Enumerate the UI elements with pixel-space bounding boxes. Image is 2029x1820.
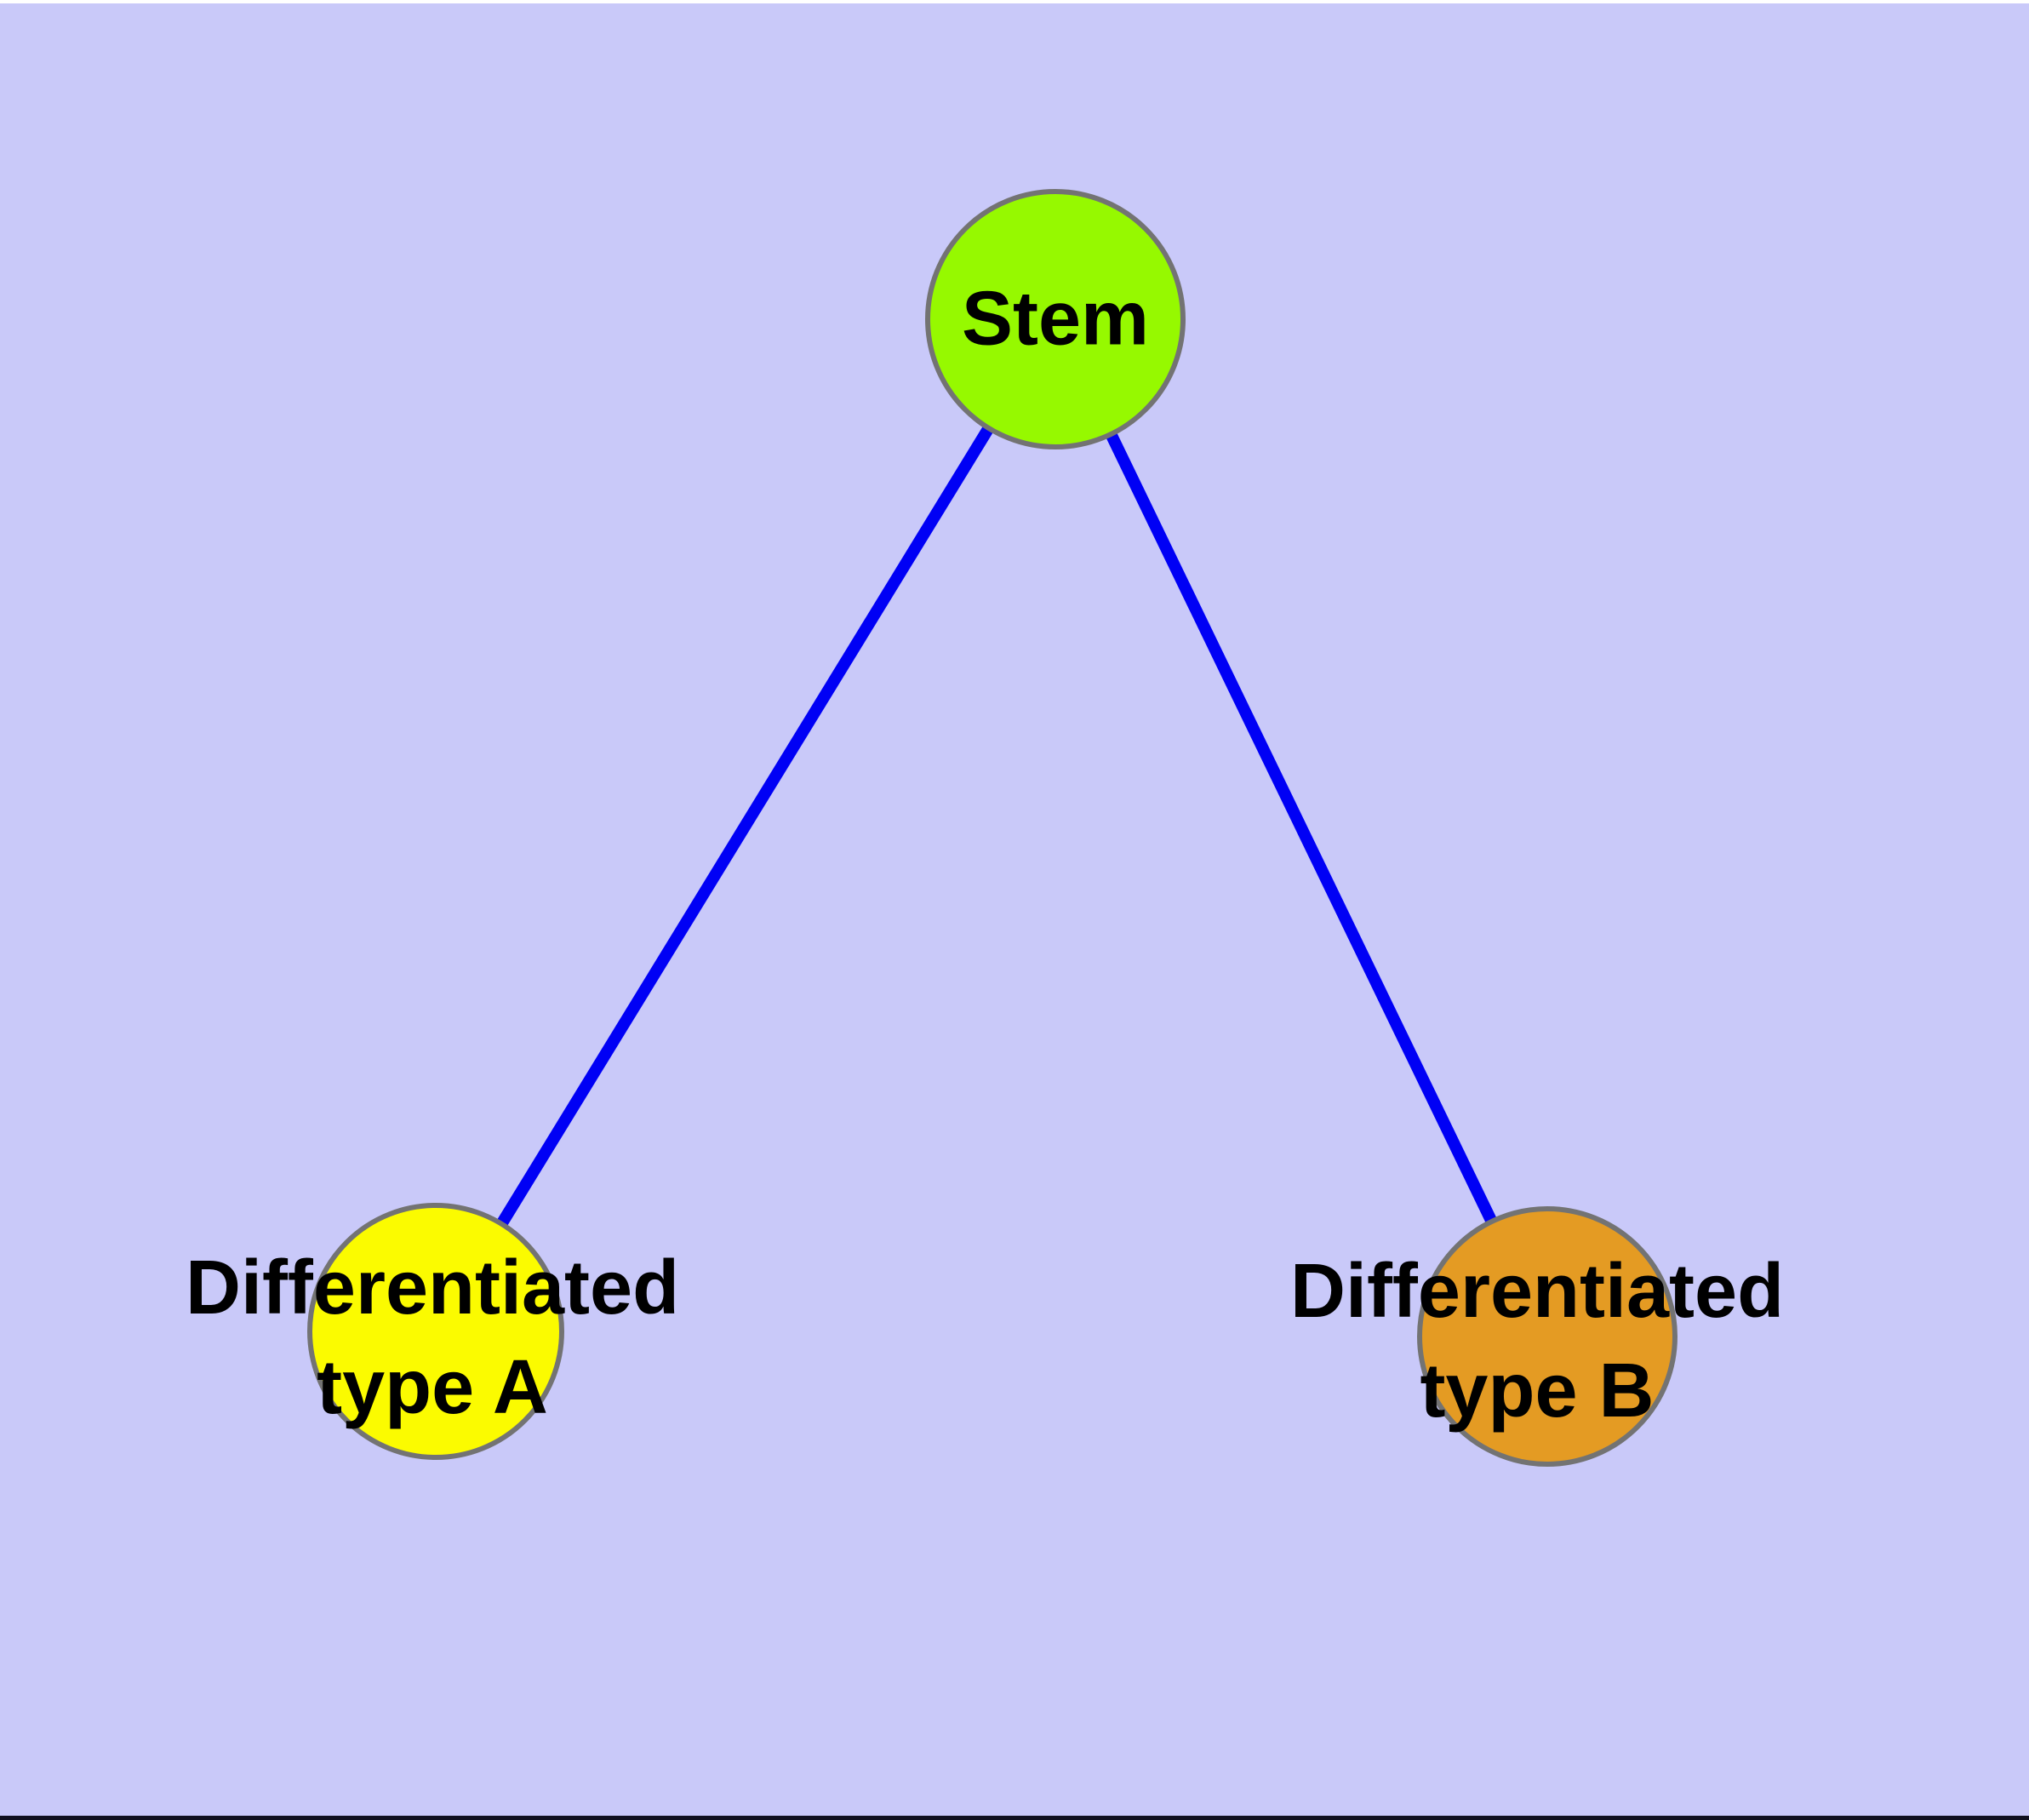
edge-stem-to-type-b [1049, 316, 1553, 1340]
node-stem-circle [925, 189, 1186, 449]
node-type-b-circle [1417, 1206, 1677, 1467]
window-bottom-edge [0, 1816, 2029, 1820]
edge-stem-to-type-a [431, 316, 1060, 1335]
window-top-edge [0, 0, 2029, 3]
node-type-a-circle [307, 1203, 564, 1460]
